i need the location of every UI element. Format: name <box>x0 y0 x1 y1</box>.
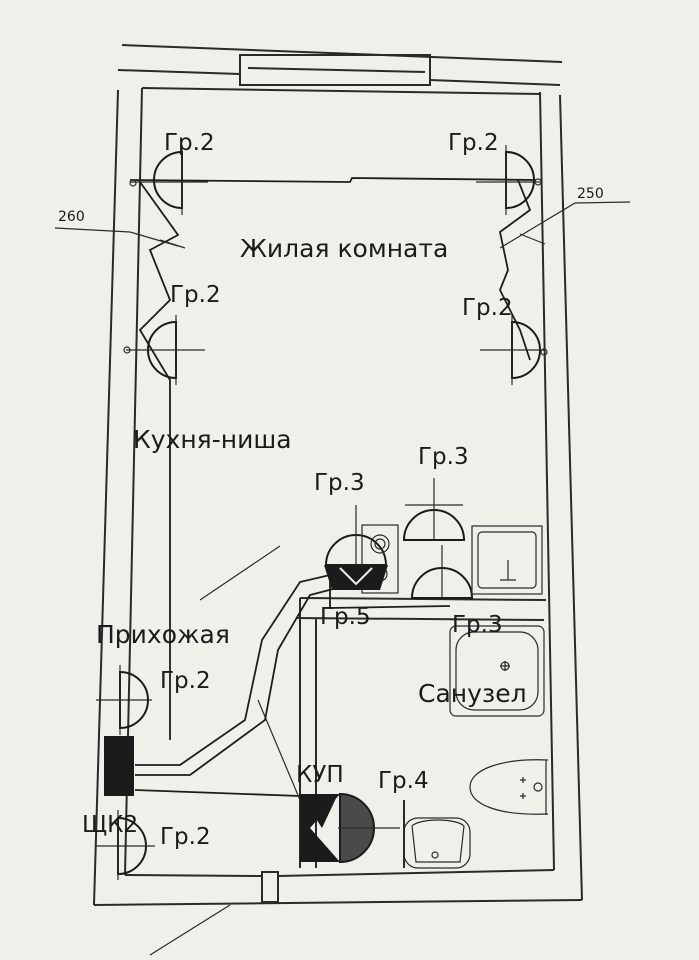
stove <box>361 524 399 594</box>
group-label-top-left: Гр.2 <box>164 130 215 156</box>
group-label-mid-right: Гр.2 <box>462 295 513 321</box>
room-label-kitchen: Кухня-ниша <box>133 425 292 454</box>
group-label-mid-left: Гр.2 <box>170 282 221 308</box>
lamp-kitchen-2 <box>402 509 466 541</box>
panel-label: ЩК2 <box>82 812 138 838</box>
group-label-kitchen-left: Гр.3 <box>314 470 365 496</box>
room-label-bathroom: Санузел <box>418 679 527 708</box>
room-label-living: Жилая комната <box>240 234 448 263</box>
lamp-hall <box>119 670 149 730</box>
lamp-mid-right <box>511 320 541 380</box>
kup-box <box>300 794 340 862</box>
dimension-right: 250 <box>577 186 604 202</box>
toilet <box>469 759 549 815</box>
kitchen-equipment <box>324 524 543 595</box>
group-label-top-right: Гр.2 <box>448 130 499 156</box>
bathroom-equipment <box>403 625 549 869</box>
group-label-bath-gr3: Гр.3 <box>452 612 503 638</box>
kitchen-fixture <box>324 565 388 590</box>
room-label-hall: Прихожая <box>96 620 230 649</box>
lamp-kitchen-3 <box>410 567 474 599</box>
washbasin <box>403 817 471 869</box>
group-label-entrance: Гр.2 <box>160 824 211 850</box>
kup-label: КУП <box>296 762 344 788</box>
group-label-hall: Гр.2 <box>160 668 211 694</box>
lamps <box>95 145 548 880</box>
wiring <box>54 177 631 797</box>
shower-tray <box>449 625 545 717</box>
lamp-kitchen-1 <box>324 534 388 566</box>
group-label-kitchen-right: Гр.3 <box>418 444 469 470</box>
lamp-mid-left <box>147 320 177 380</box>
dimension-left: 260 <box>58 209 85 225</box>
group-label-gr4: Гр.4 <box>378 768 429 794</box>
group-label-gr5: Гр.5 <box>320 604 371 630</box>
labels: Жилая комната Кухня-ниша Прихожая Санузе… <box>58 130 604 850</box>
lamp-entrance <box>117 816 147 876</box>
kitchen-sink <box>471 525 543 595</box>
panel-box <box>104 736 134 796</box>
electrical-devices <box>104 736 400 864</box>
